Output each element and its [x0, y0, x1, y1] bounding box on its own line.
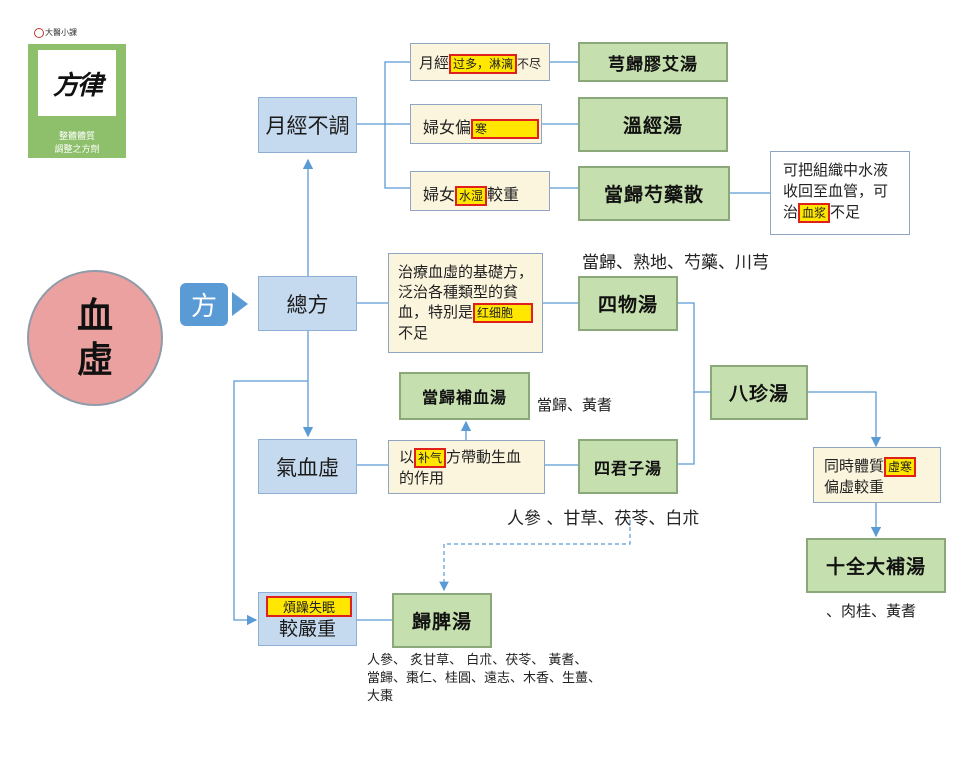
- cond-yuejing-text: 月經: [419, 54, 450, 72]
- node-yuejing: 月經不調: [258, 97, 357, 153]
- circle-line2: 虛: [76, 339, 113, 381]
- jiaoyanzhong-label: 較嚴重: [278, 618, 336, 640]
- xuejiang-line2: 收回至血管，可: [783, 182, 889, 200]
- logo-seal-icon: [34, 27, 44, 38]
- formula-xiongguijiaoai: 芎歸膠艾湯: [578, 42, 728, 82]
- tag-fanzao: 煩躁失眠: [266, 596, 352, 617]
- xuhan-line2: 偏虛較重: [824, 478, 885, 496]
- tag-guoduo: 过多，淋漓: [449, 53, 518, 74]
- cond-pianhan-text: 婦女偏: [423, 118, 472, 137]
- cond-shuishi-pre: 婦女: [423, 185, 456, 204]
- ingredients-shiquan: 、肉桂、黃耆: [826, 602, 917, 620]
- buqi-line2: 的作用: [399, 468, 445, 487]
- zhiliao-line3: 血，特別是: [398, 303, 474, 321]
- xuejiang-post: 不足: [830, 203, 861, 221]
- formula-siwu: 四物湯: [578, 276, 678, 331]
- node-zongfang: 總方: [258, 276, 357, 331]
- tag-buqi: 补气: [414, 447, 447, 468]
- logo-glyph-panel: 方律: [38, 50, 116, 116]
- logo-line2: 調整之方劑: [54, 145, 100, 155]
- formula-guipi: 歸脾湯: [392, 593, 492, 648]
- zhiliao-line1: 治療血虛的基礎方，: [398, 263, 534, 281]
- ingredients-guipi: 人參、 炙甘草、 白朮、茯苓、 黃耆、 當歸、棗仁、桂圓、遠志、木香、生薑、 大…: [367, 652, 601, 706]
- circle-line1: 血: [76, 295, 113, 337]
- buqi-pre: 以: [399, 448, 415, 466]
- cond-zhiliao: 治療血虛的基礎方， 泛治各種類型的貧 血，特別是红细胞 不足: [388, 253, 543, 353]
- formula-wenjing: 溫經湯: [578, 97, 728, 152]
- ingredients-danggui-buxue: 當歸、黃耆: [537, 396, 613, 414]
- guipi-line2: 當歸、棗仁、桂圓、遠志、木香、生薑、: [367, 671, 602, 686]
- cond-xuejiang-note: 可把組織中水液 收回至血管，可 治血浆不足: [770, 151, 910, 235]
- logo-line1: 整體體質: [58, 132, 95, 142]
- tag-shuishi: 水湿: [455, 185, 488, 206]
- node-qixuexu: 氣血虛: [258, 439, 357, 494]
- fang-label: 方: [180, 283, 228, 326]
- cond-yuejing-guoduo: 月經过多，淋漓不尽: [410, 43, 550, 81]
- ingredients-siwu: 當歸、熟地、芍藥、川芎: [582, 253, 769, 273]
- formula-bazhen: 八珍湯: [710, 365, 808, 420]
- tag-xuhan: 虛寒: [884, 456, 917, 477]
- xuejiang-line1: 可把組織中水液: [783, 161, 889, 179]
- xuejiang-pre: 治: [783, 203, 799, 221]
- cond-pianhan: 婦女偏寒: [410, 104, 542, 144]
- guipi-line3: 大棗: [367, 689, 394, 704]
- ingredients-sijunzi: 人參 、甘草、茯苓、白朮: [507, 509, 700, 529]
- logo-caption: 大醫小課: [34, 27, 77, 38]
- cond-xuhan: 同時體質虛寒 偏虛較重: [813, 447, 941, 503]
- formula-dangguishaoyao: 當歸芍藥散: [578, 166, 730, 221]
- zhiliao-line4: 不足: [398, 323, 429, 342]
- xuexu-circle: 血 虛: [27, 270, 163, 406]
- tag-han: 寒: [471, 118, 540, 139]
- buqi-post: 方帶動生血: [446, 448, 522, 466]
- xuhan-pre: 同時體質: [824, 457, 885, 475]
- fang-arrow: [232, 292, 248, 316]
- logo-glyph: 方律: [52, 70, 103, 101]
- formula-shiquan-dabu: 十全大補湯: [806, 538, 946, 593]
- formula-sijunzi: 四君子湯: [578, 439, 678, 494]
- formula-danggui-buxue: 當歸補血湯: [399, 372, 530, 420]
- guipi-line1: 人參、 炙甘草、 白朮、茯苓、 黃耆、: [367, 653, 588, 668]
- tag-xuejiang: 血浆: [798, 202, 831, 223]
- tag-hongxibao: 红细胞: [473, 302, 534, 323]
- zhiliao-line2: 泛治各種類型的貧: [398, 283, 519, 301]
- cond-yuejing-post: 不尽: [517, 57, 542, 71]
- cond-buqi: 以补气方帶動生血 的作用: [388, 440, 545, 494]
- cond-shuishi-post: 較重: [487, 185, 520, 204]
- cond-shuishi: 婦女水湿較重: [410, 171, 550, 211]
- logo: 方律 整體體質 調整之方劑: [28, 44, 126, 158]
